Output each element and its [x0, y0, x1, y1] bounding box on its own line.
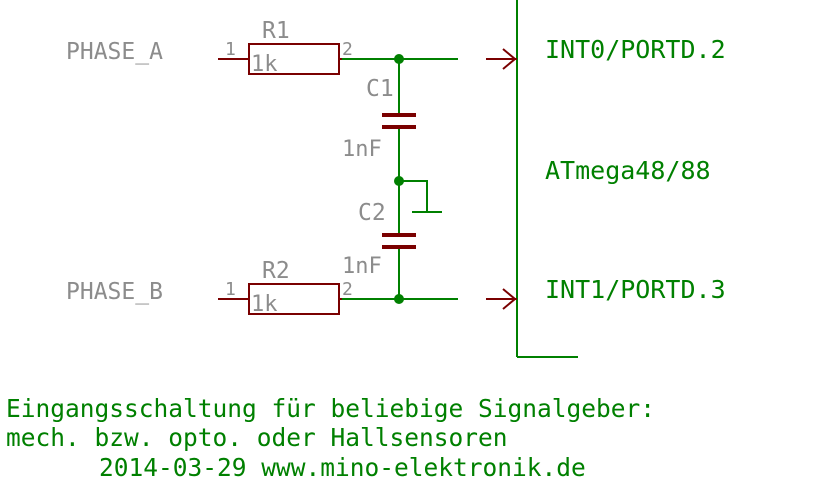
c1-value: 1nF: [342, 137, 382, 162]
arrow-int0-head-icon: [502, 48, 517, 70]
mcu-pin-int0-label: INT0/PORTD.2: [545, 35, 726, 64]
r1-name: R1: [262, 18, 290, 44]
resistor-r1: [218, 43, 342, 75]
c1-name: C1: [366, 76, 394, 102]
caption-line-1: Eingangsschaltung für beliebige Signalge…: [6, 394, 655, 423]
label-phase-b: PHASE_B: [66, 279, 163, 305]
junction-a: [394, 54, 404, 64]
c2-name: C2: [358, 200, 386, 226]
r2-value: 1k: [251, 292, 278, 317]
r1-pin1-number: 1: [225, 39, 236, 60]
mcu-pin-int1-label: INT1/PORTD.3: [545, 275, 726, 304]
label-phase-a: PHASE_A: [66, 39, 163, 65]
wire-to-ground: [399, 180, 428, 212]
r1-value: 1k: [251, 52, 278, 77]
arrow-int1-head-icon: [502, 288, 517, 310]
mcu-input-arrows: [486, 48, 517, 310]
junction-mid: [394, 176, 404, 186]
r2-pin2-number: 2: [342, 279, 353, 300]
wires: [340, 0, 578, 358]
resistor-r2: [218, 283, 342, 315]
r2-name: R2: [262, 258, 290, 284]
capacitor-c1: [382, 113, 416, 129]
capacitor-c2: [382, 233, 416, 249]
caption-line-3: 2014-03-29 www.mino-elektronik.de: [99, 453, 586, 482]
junction-b: [394, 294, 404, 304]
r1-pin2-number: 2: [342, 39, 353, 60]
caption-line-2: mech. bzw. opto. oder Hallsensoren: [6, 423, 508, 452]
r2-pin1-number: 1: [225, 279, 236, 300]
mcu-name: ATmega48/88: [545, 156, 711, 185]
c2-value: 1nF: [342, 254, 382, 279]
